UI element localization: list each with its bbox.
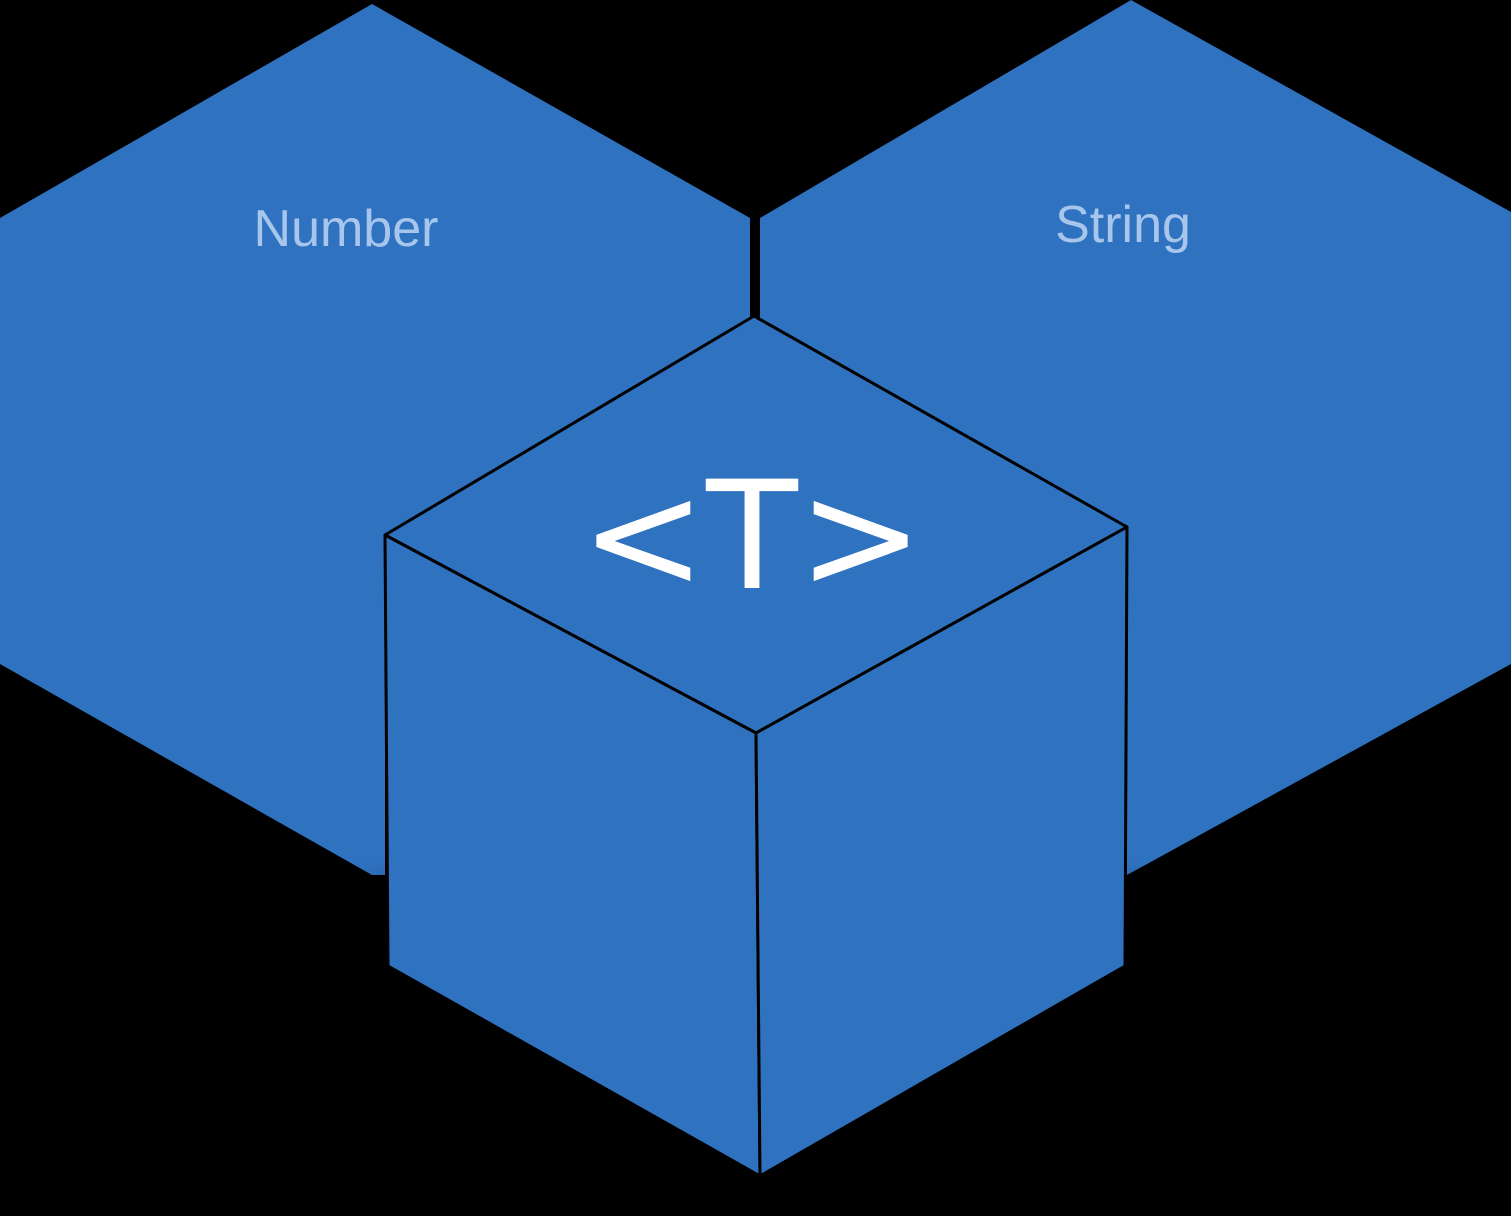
string-label: String — [1055, 196, 1191, 254]
string-block-shape — [760, 0, 1511, 875]
generic-type-label: <T> — [581, 450, 924, 624]
generic-cube: <T> — [383, 314, 1129, 1178]
cube-right-face — [754, 525, 1129, 1178]
number-block-shape — [0, 4, 750, 875]
number-label: Number — [254, 200, 439, 258]
string-block: String — [760, 0, 1511, 875]
number-block: Number — [0, 4, 750, 875]
